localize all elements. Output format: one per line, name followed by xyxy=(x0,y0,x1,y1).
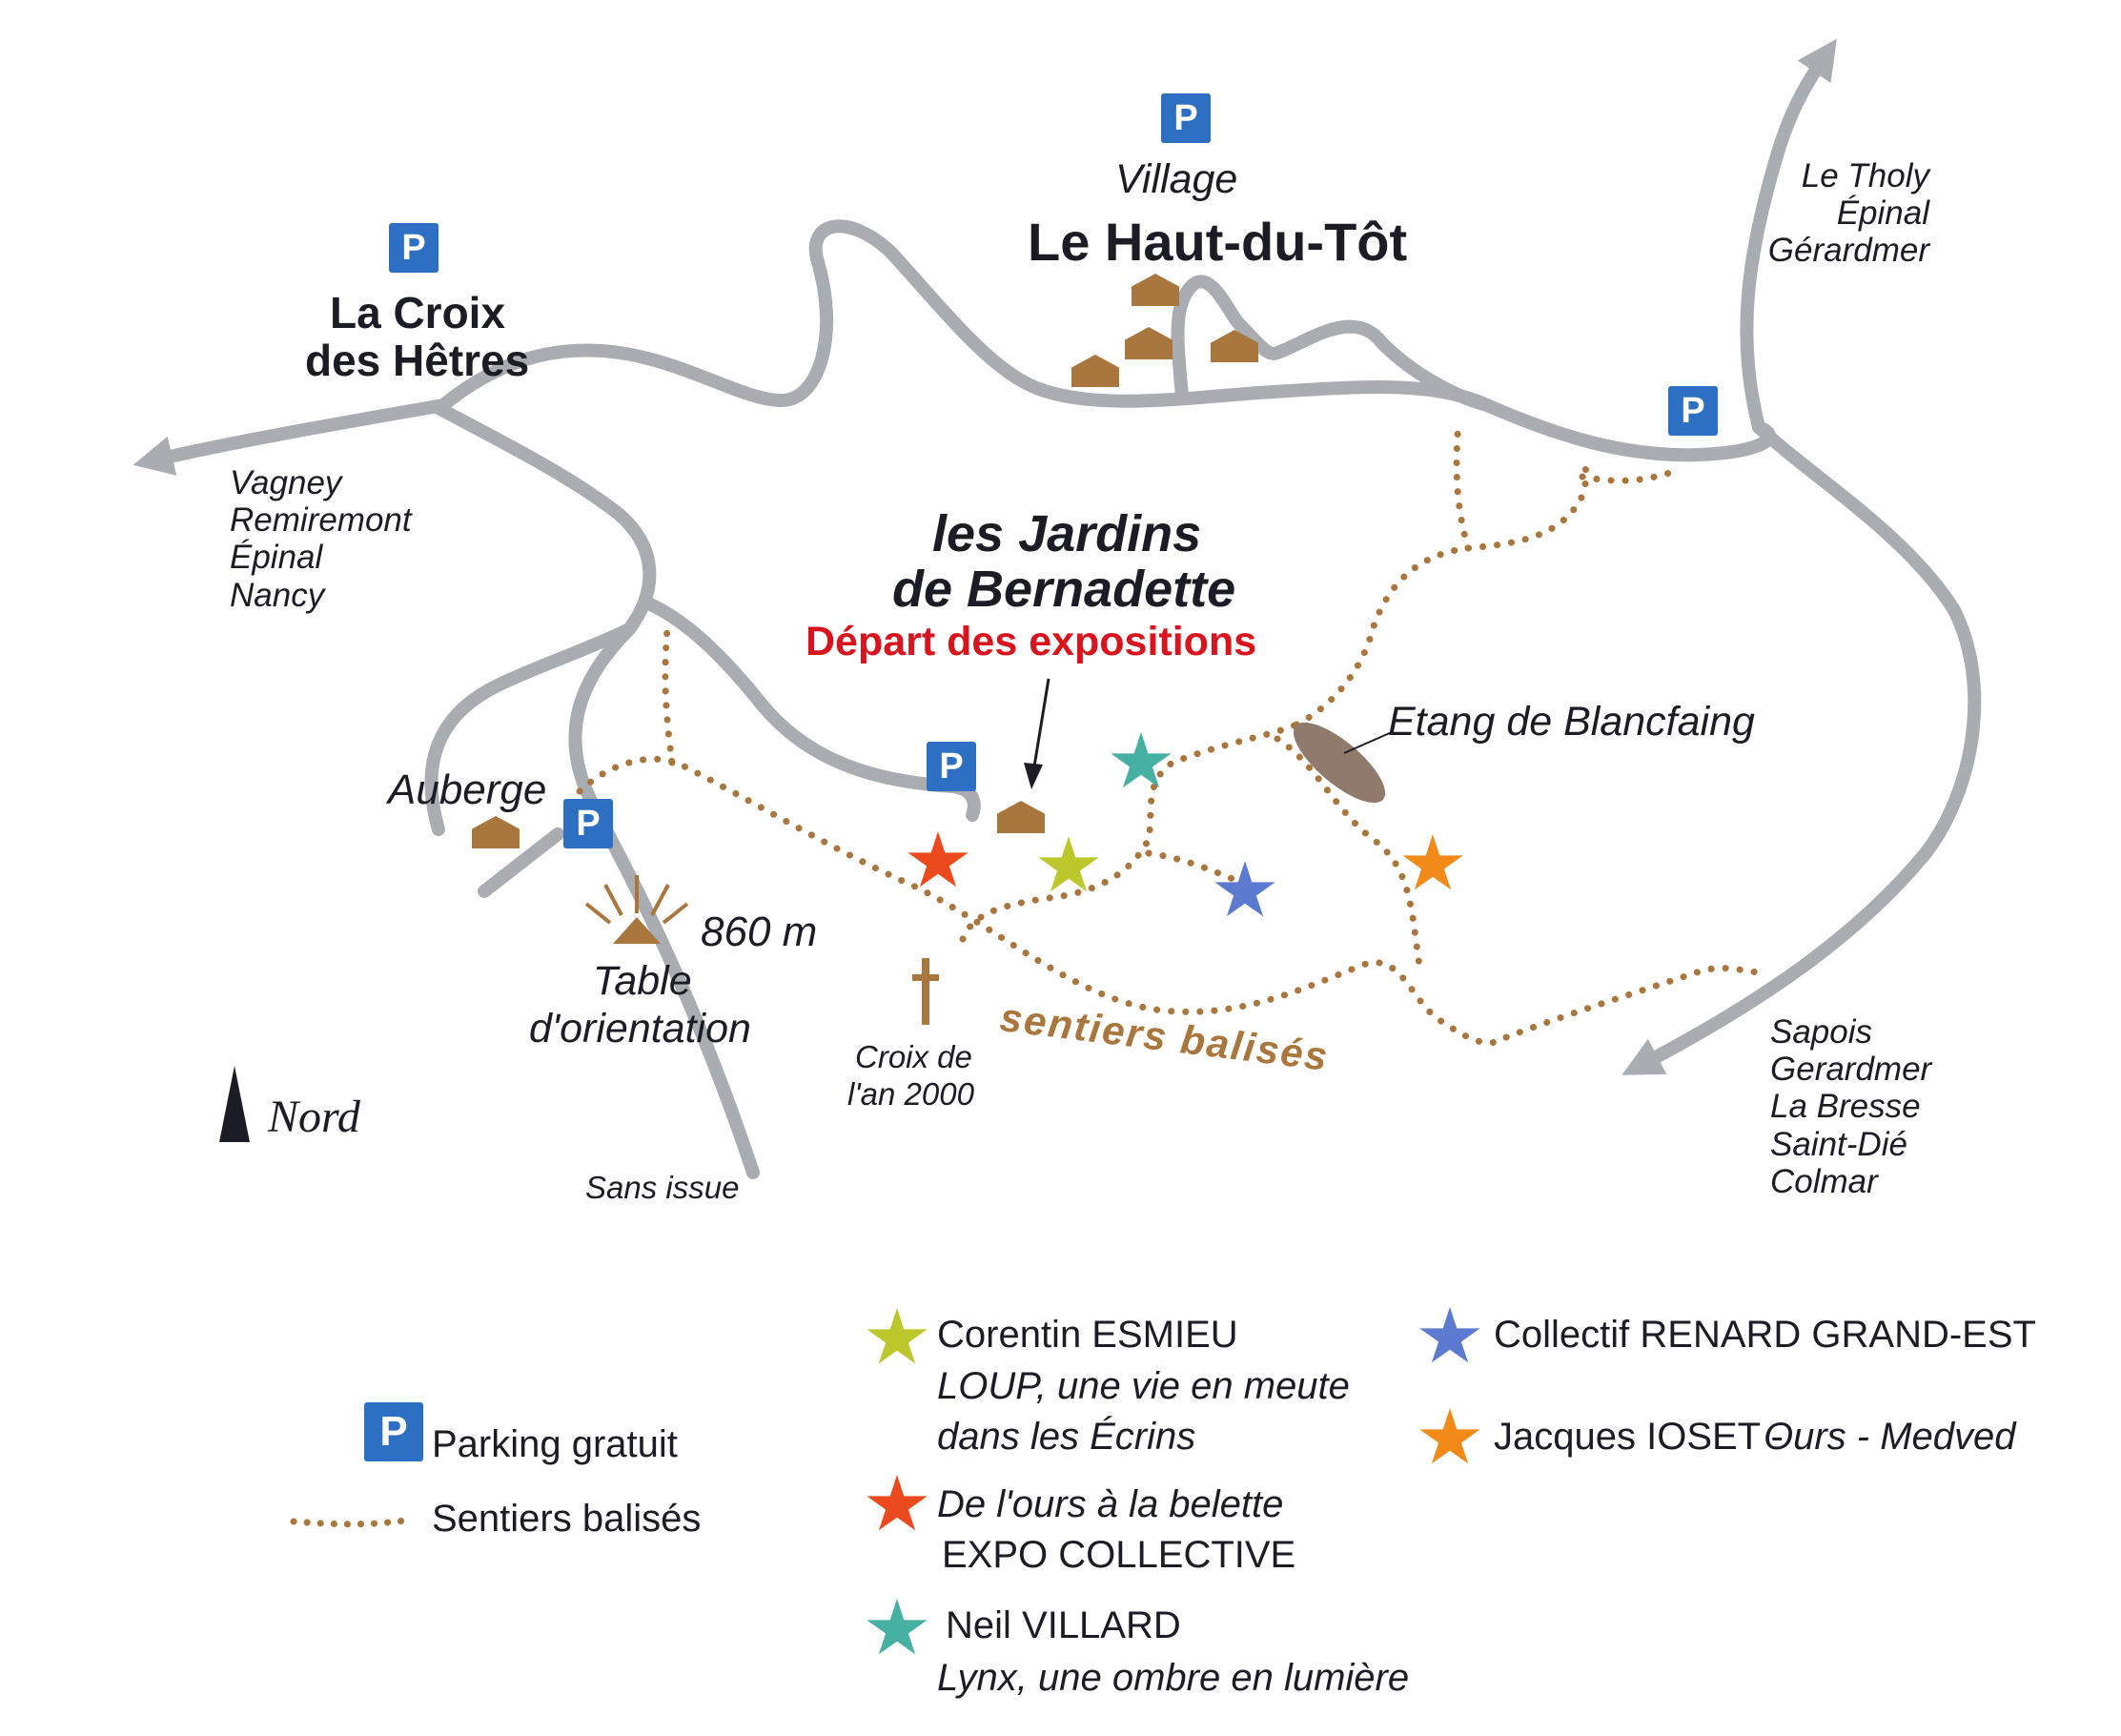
trail-west-spur xyxy=(662,625,676,766)
croix-2000-line1: Croix de xyxy=(855,1039,972,1074)
depart-arrow-line xyxy=(1031,678,1050,773)
trail-east-link xyxy=(1579,466,1682,484)
legend-exhibitor-name: Collectif RENARD GRAND-EST xyxy=(1494,1314,2036,1356)
sans-issue-label: Sans issue xyxy=(585,1170,740,1205)
legend-exhibitor-name: Neil VILLARD xyxy=(946,1604,1181,1646)
legend-exhibitor-name: EXPO COLLECTIVE xyxy=(942,1534,1296,1576)
legend-exhibition-title: dans les Écrins xyxy=(937,1416,1196,1458)
roads xyxy=(133,38,1982,1179)
croix-hetres-line2: des Hêtres xyxy=(305,336,530,385)
destination-item: La Bresse xyxy=(1770,1088,1921,1126)
trail-north xyxy=(1293,454,1590,728)
table-orientation-line2: d'orientation xyxy=(529,1006,751,1052)
destination-item: Gerardmer xyxy=(1770,1051,1932,1089)
village-name: Le Haut-du-Tôt xyxy=(1028,212,1408,272)
destinations-north-east: Le Tholy Épinal Gérardmer xyxy=(1765,157,1929,270)
parking-icon-village: P xyxy=(1161,93,1211,143)
croix-2000-line2: l'an 2000 xyxy=(847,1076,974,1112)
jardins-title-line2: de Bernadette xyxy=(892,561,1236,618)
table-orientation-line1: Table xyxy=(593,958,692,1004)
destinations-south-east: Sapois Gerardmer La Bresse Saint-Dié Col… xyxy=(1770,1013,1931,1200)
road-north-east xyxy=(1740,38,1837,434)
pond-pointer xyxy=(1343,731,1393,754)
destination-item: Colmar xyxy=(1770,1162,1878,1200)
legend-exhibition-title: De l'ours à la belette xyxy=(937,1483,1284,1525)
legend-exhibitor-name: Jacques IOSET - xyxy=(1494,1416,1784,1458)
croix-hetres-line1: La Croix xyxy=(330,288,506,337)
road-auberge-spur xyxy=(478,827,564,898)
destinations-west: Vagney Remiremont Épinal Nancy xyxy=(230,464,412,614)
destination-item: Saint-Dié xyxy=(1770,1125,1907,1163)
depart-label: Départ des expositions xyxy=(806,619,1257,664)
road-west xyxy=(437,219,1777,462)
pond xyxy=(1293,722,1386,804)
trails xyxy=(576,420,1765,1047)
jardins-title-line1: les Jardins xyxy=(932,505,1202,562)
destination-item: Le Tholy xyxy=(1801,157,1929,194)
destination-item: Épinal xyxy=(230,539,323,577)
parking-icon-croix: P xyxy=(389,223,438,273)
cross-icon xyxy=(912,958,939,1025)
road-auberge-loop xyxy=(424,623,636,836)
destination-item: Sapois xyxy=(1770,1013,1873,1051)
depart-arrow-head xyxy=(1024,763,1043,789)
trail-blue xyxy=(1145,849,1243,886)
destination-item: Gérardmer xyxy=(1767,232,1929,270)
road-village-spur xyxy=(1171,275,1494,412)
destination-item: Épinal xyxy=(1836,194,1929,233)
legend-trails-label: Sentiers balisés xyxy=(432,1498,702,1540)
village-caption: Village xyxy=(1115,156,1238,202)
auberge-label: Auberge xyxy=(388,766,547,813)
viewpoint-rays-icon xyxy=(584,875,689,925)
legend-exhibition-title: Lynx, une ombre en lumière xyxy=(937,1657,1410,1699)
legend-exhibition-title: LOUP, une vie en meute xyxy=(937,1365,1350,1407)
legend-parking-icon: P xyxy=(364,1402,423,1461)
road-south-west xyxy=(432,401,760,1179)
north-arrow-icon xyxy=(219,1066,250,1142)
parking-icon-east: P xyxy=(1668,386,1718,436)
viewpoint-icon xyxy=(613,917,661,944)
legend-exhibition-title: Ours - Medved xyxy=(1764,1416,2016,1458)
trail-main xyxy=(576,755,1765,1047)
legend-trail-sample xyxy=(290,1516,416,1528)
destination-item: Nancy xyxy=(230,576,325,614)
trail-stars xyxy=(959,721,1300,943)
legend-parking-label: Parking gratuit xyxy=(432,1423,678,1465)
destination-item: Remiremont xyxy=(230,501,412,540)
destination-item: Vagney xyxy=(230,464,342,501)
parking-icon-jardins: P xyxy=(927,742,976,791)
north-label: Nord xyxy=(268,1092,360,1142)
altitude-label: 860 m xyxy=(701,909,818,955)
road-west-arrow xyxy=(133,398,450,476)
trail-north-loop xyxy=(1453,420,1472,552)
etang-label: Etang de Blancfaing xyxy=(1388,699,1755,745)
road-south-east xyxy=(1621,420,1982,1075)
parking-icon-auberge: P xyxy=(563,799,613,848)
trail-orange xyxy=(1274,735,1424,976)
legend-exhibitor-name: Corentin ESMIEU xyxy=(937,1314,1238,1356)
